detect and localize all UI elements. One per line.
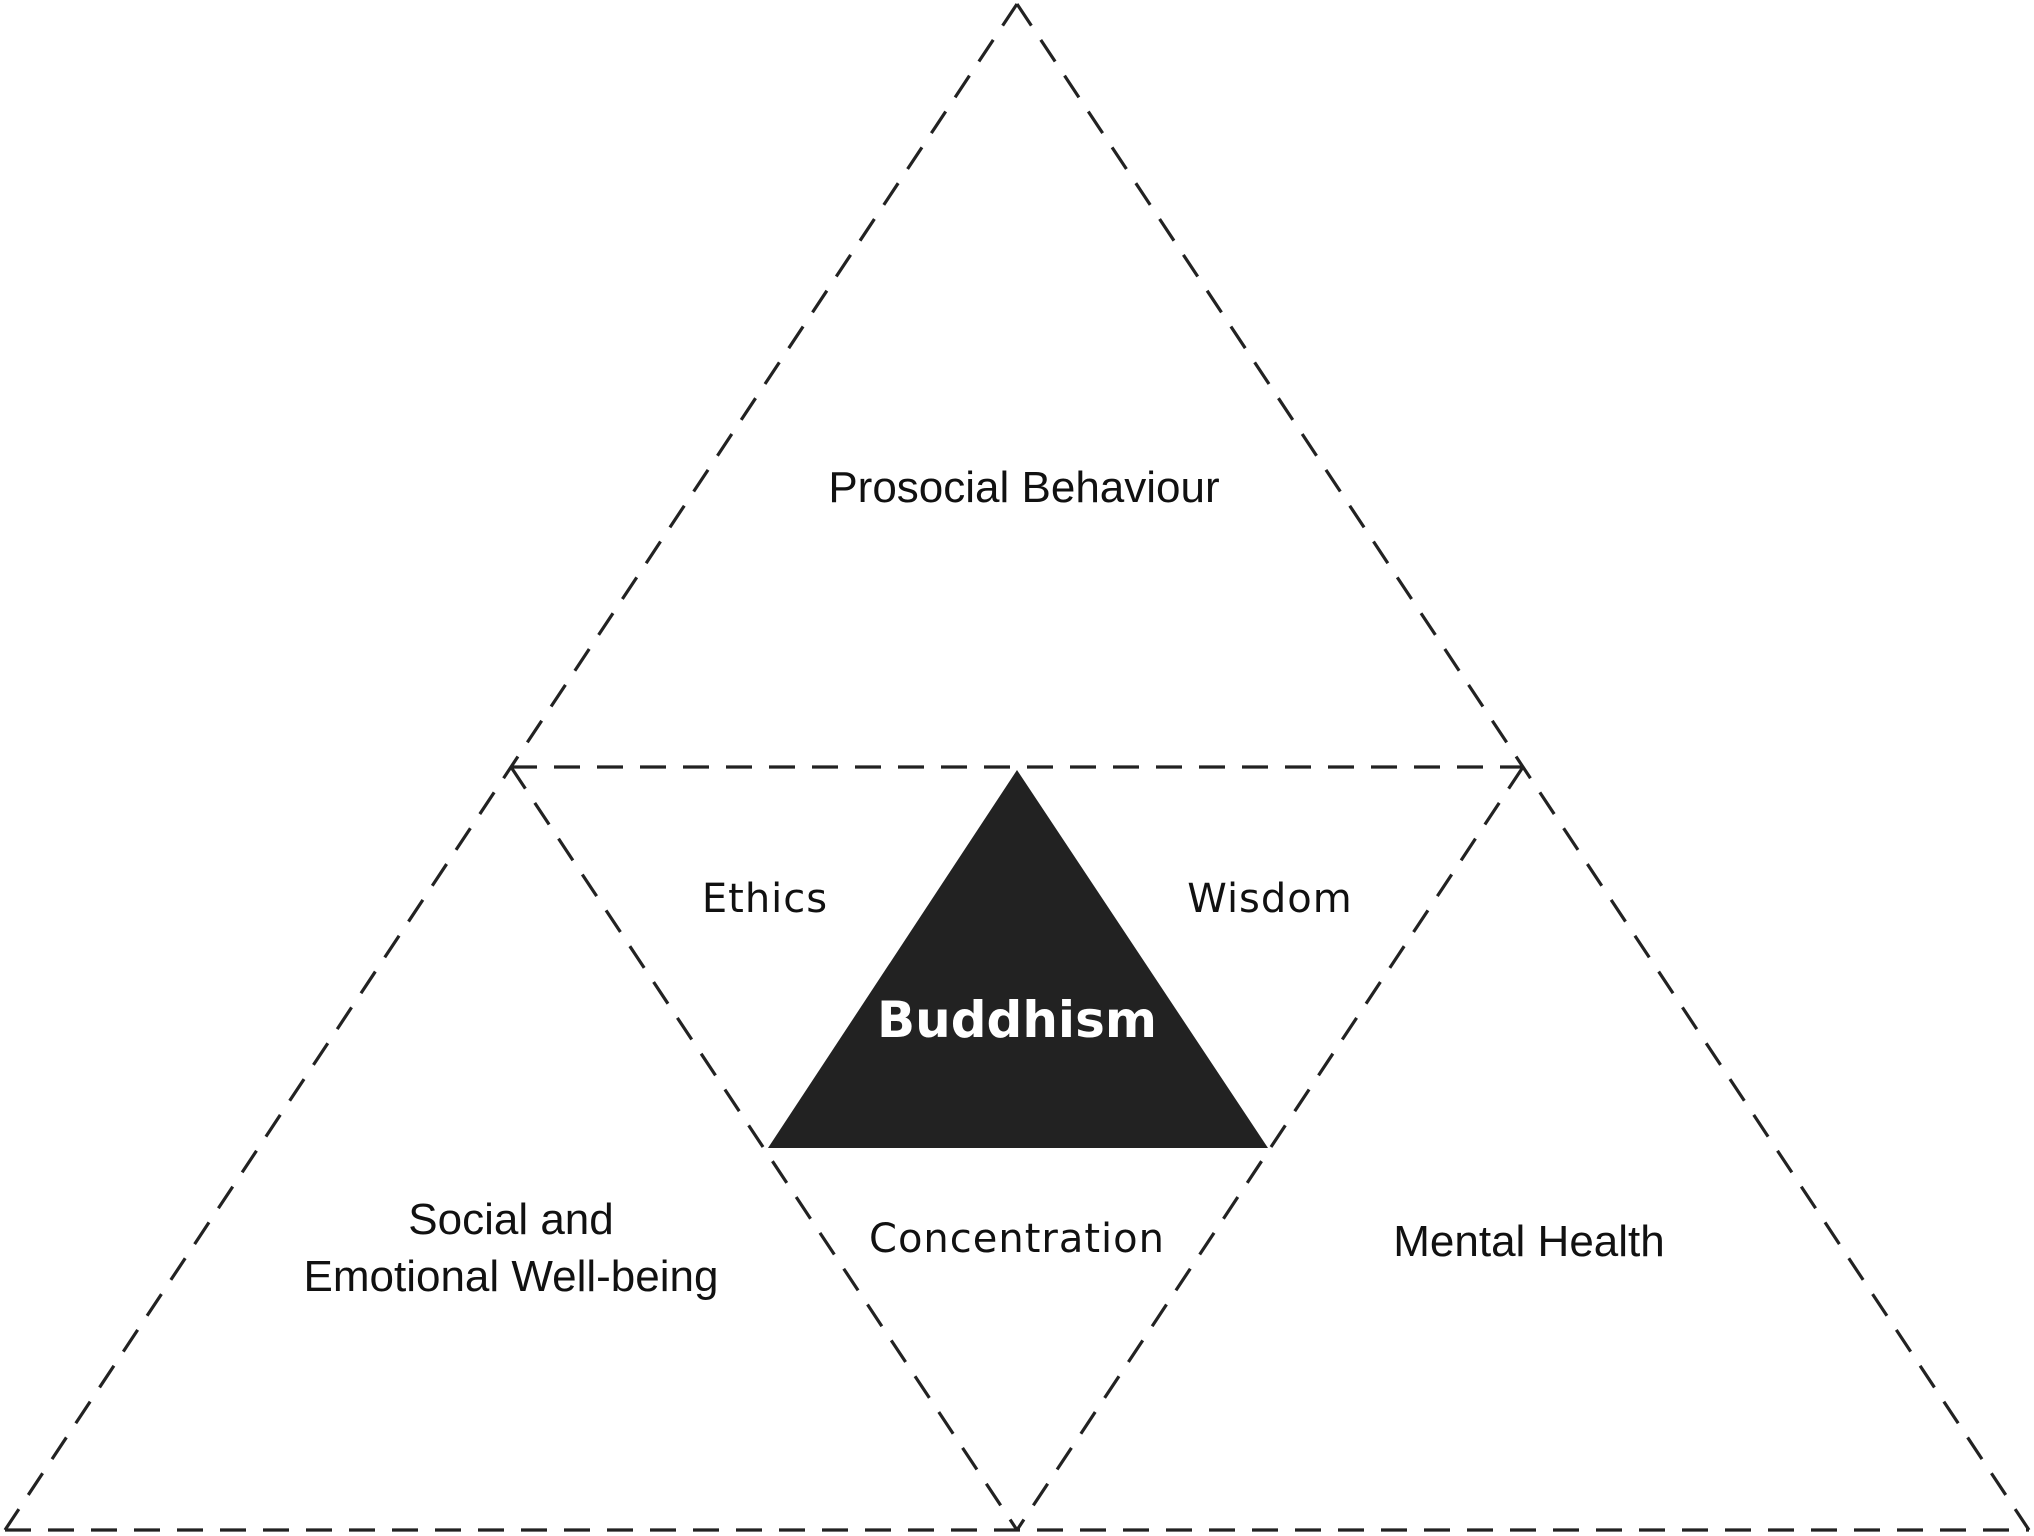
social-emotional-wellbeing-label-line1: Social and: [408, 1195, 613, 1244]
social-emotional-wellbeing-label-line2: Emotional Well-being: [304, 1252, 719, 1301]
mental-health-label: Mental Health: [1393, 1217, 1664, 1266]
prosocial-behaviour-label: Prosocial Behaviour: [828, 463, 1219, 512]
buddhism-triangle: [768, 770, 1268, 1148]
ethics-label: Ethics: [702, 876, 828, 922]
wisdom-label: Wisdom: [1187, 876, 1352, 922]
inner-triangle-right-edge: [1015, 766, 1525, 1531]
buddhism-label: Buddhism: [877, 991, 1157, 1049]
inner-triangle-left-edge: [509, 766, 1019, 1531]
concentration-label: Concentration: [869, 1216, 1165, 1262]
